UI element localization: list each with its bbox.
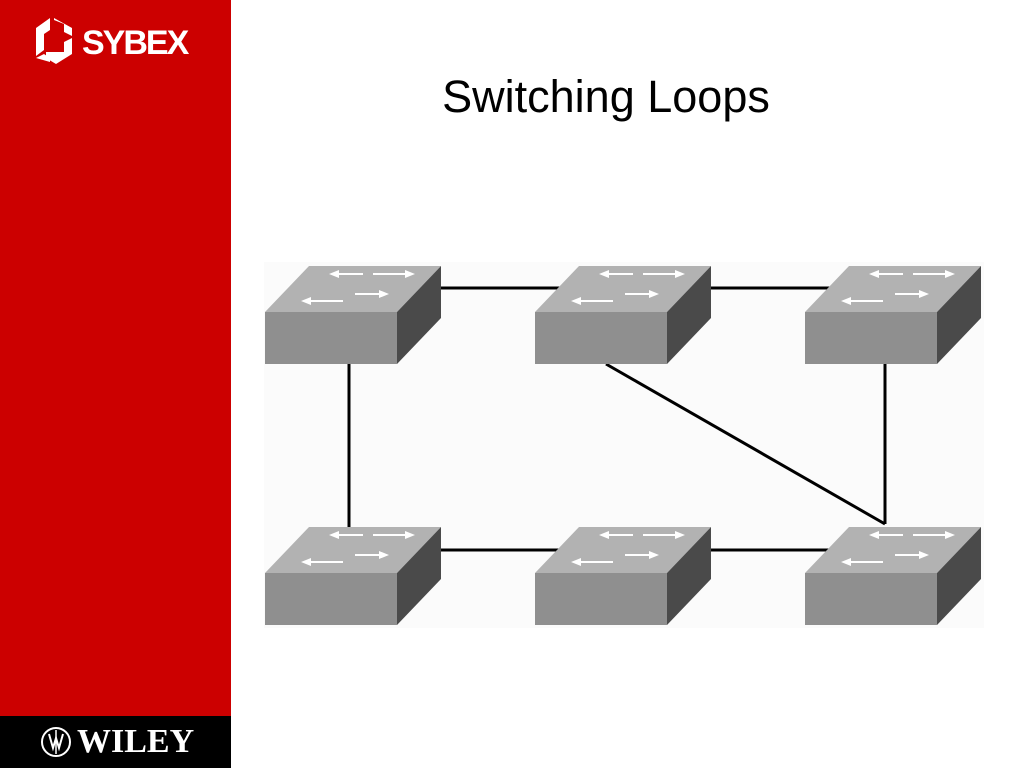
wiley-seal-icon bbox=[41, 727, 71, 757]
sybex-mark-icon bbox=[36, 18, 72, 64]
sybex-logo: SYBEX bbox=[30, 16, 200, 68]
link-top-middle-to-bottom-right bbox=[605, 362, 886, 526]
sidebar: SYBEX WILEY bbox=[0, 0, 231, 768]
diagram-canvas bbox=[264, 262, 984, 628]
sybex-wordmark: SYBEX bbox=[82, 24, 189, 62]
wiley-footer-bar: WILEY bbox=[0, 716, 231, 768]
wiley-wordmark: WILEY bbox=[77, 723, 195, 760]
switching-loop-diagram bbox=[264, 262, 984, 628]
slide-title: Switching Loops bbox=[442, 71, 770, 122]
